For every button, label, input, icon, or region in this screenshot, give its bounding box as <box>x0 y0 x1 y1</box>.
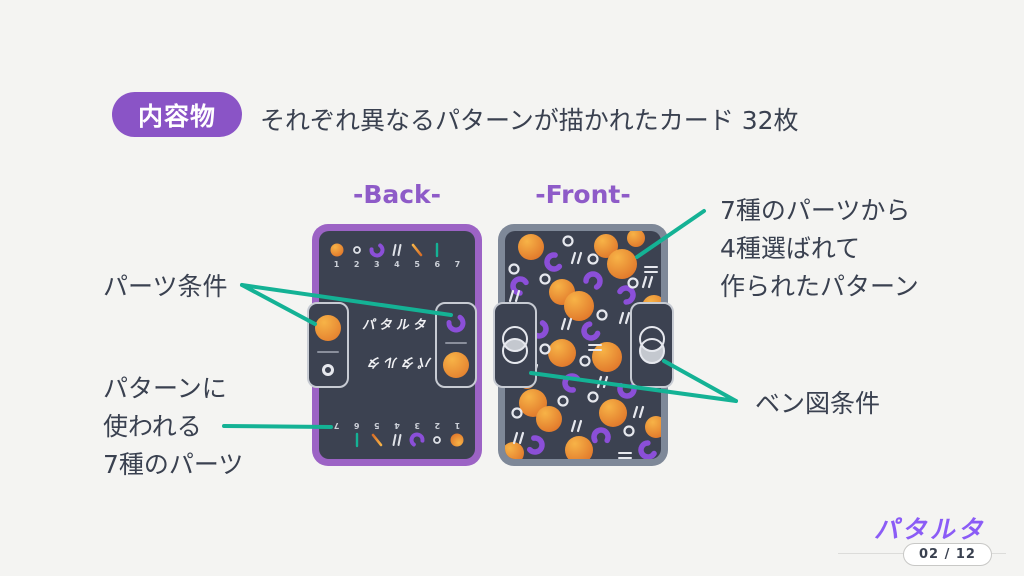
part-cell: 1 <box>449 406 466 448</box>
part-cell: 4 <box>389 406 406 448</box>
part-cell: 5 <box>409 242 426 284</box>
slide-title: それぞれ異なるパターンが描かれたカード 32枚 <box>260 106 799 135</box>
parts-condition-panel-right <box>435 302 477 388</box>
part-number: 4 <box>394 260 400 269</box>
annotation-pattern-made: 7種のパーツから 4種選ばれて 作られたパターン <box>720 192 919 306</box>
part-number: 3 <box>374 260 380 269</box>
part-cell: 5 <box>368 406 385 448</box>
part-number: 5 <box>414 260 420 269</box>
ring-part-icon <box>352 246 361 254</box>
page-indicator: 02 / 12 <box>903 543 992 566</box>
part-cell: 7 <box>449 242 466 284</box>
crescent-part-icon <box>369 242 385 258</box>
annotation-venn-condition: ベン図条件 <box>755 389 881 418</box>
part-number: 2 <box>434 421 441 430</box>
venn-bottom-only-icon <box>639 326 665 364</box>
part-cell: 3 <box>368 242 385 284</box>
venn-intersection-icon <box>502 326 528 364</box>
slash-part-icon <box>371 433 383 447</box>
parts-condition-panel-left <box>307 302 349 388</box>
annotation-parts-condition: パーツ条件 <box>103 272 228 301</box>
annotation-line: 7種のパーツから <box>720 196 911 225</box>
part-number: 4 <box>394 421 400 430</box>
double-slash-part-icon <box>392 434 402 446</box>
dashed-line-part-icon <box>455 243 459 257</box>
circle-part-icon <box>443 352 469 378</box>
part-cell: 6 <box>348 406 365 448</box>
annotation-line: 7種のパーツ <box>103 450 244 479</box>
ring-part-icon <box>433 436 442 444</box>
part-number: 3 <box>414 421 420 430</box>
part-cell: 2 <box>348 242 365 284</box>
part-cell: 7 <box>328 406 345 448</box>
page-indicator-label: 02 / 12 <box>919 547 976 562</box>
circle-part-icon <box>315 314 341 341</box>
crescent-part-icon <box>446 313 466 333</box>
part-number: 7 <box>333 421 340 430</box>
part-cell: 1 <box>328 242 345 284</box>
part-number: 5 <box>374 421 380 430</box>
line-part-icon <box>436 242 439 258</box>
part-cell: 2 <box>429 406 446 448</box>
annotation-line: 4種選ばれて <box>720 234 861 263</box>
circle-part-icon <box>451 433 464 447</box>
venn-condition-panel-right <box>630 302 674 388</box>
line-part-icon <box>355 432 358 448</box>
annotation-line: パターンに <box>103 374 227 403</box>
crescent-part-icon <box>409 432 425 448</box>
part-cell: 3 <box>409 406 426 448</box>
ring-part-icon <box>322 363 334 376</box>
annotation-line: 使われる <box>103 412 202 441</box>
part-number: 6 <box>353 421 360 430</box>
parts-row-top: 1 2 3 4 <box>328 242 466 284</box>
contents-badge: 内容物 <box>112 92 242 137</box>
venn-condition-panel-left <box>493 302 537 388</box>
brand-logo: パタルタ <box>872 515 991 544</box>
part-number: 1 <box>333 260 340 269</box>
front-card-label: -Front- <box>535 180 631 209</box>
dashed-line-part-icon <box>335 433 339 447</box>
back-card-label: -Back- <box>352 180 442 209</box>
part-number: 1 <box>454 421 461 430</box>
double-slash-part-icon <box>392 244 402 256</box>
part-number: 7 <box>454 260 461 269</box>
card-back: 1 2 3 4 <box>307 224 482 466</box>
slash-part-icon <box>411 243 423 257</box>
annotation-line: 作られたパターン <box>720 272 919 301</box>
circle-part-icon <box>330 243 343 257</box>
part-number: 6 <box>434 260 441 269</box>
card-front <box>493 224 674 466</box>
part-cell: 4 <box>388 242 405 284</box>
contents-badge-label: 内容物 <box>137 101 216 131</box>
part-number: 2 <box>353 260 360 269</box>
parts-row-bottom: 1 2 3 4 5 <box>328 406 466 448</box>
annotation-parts-used: パターンに 使われる 7種のパーツ <box>103 370 243 484</box>
part-cell: 6 <box>429 242 446 284</box>
panel-divider <box>317 351 339 353</box>
panel-divider <box>445 342 467 344</box>
connector-venn-right <box>662 359 738 403</box>
connector-parts-left <box>240 283 317 326</box>
